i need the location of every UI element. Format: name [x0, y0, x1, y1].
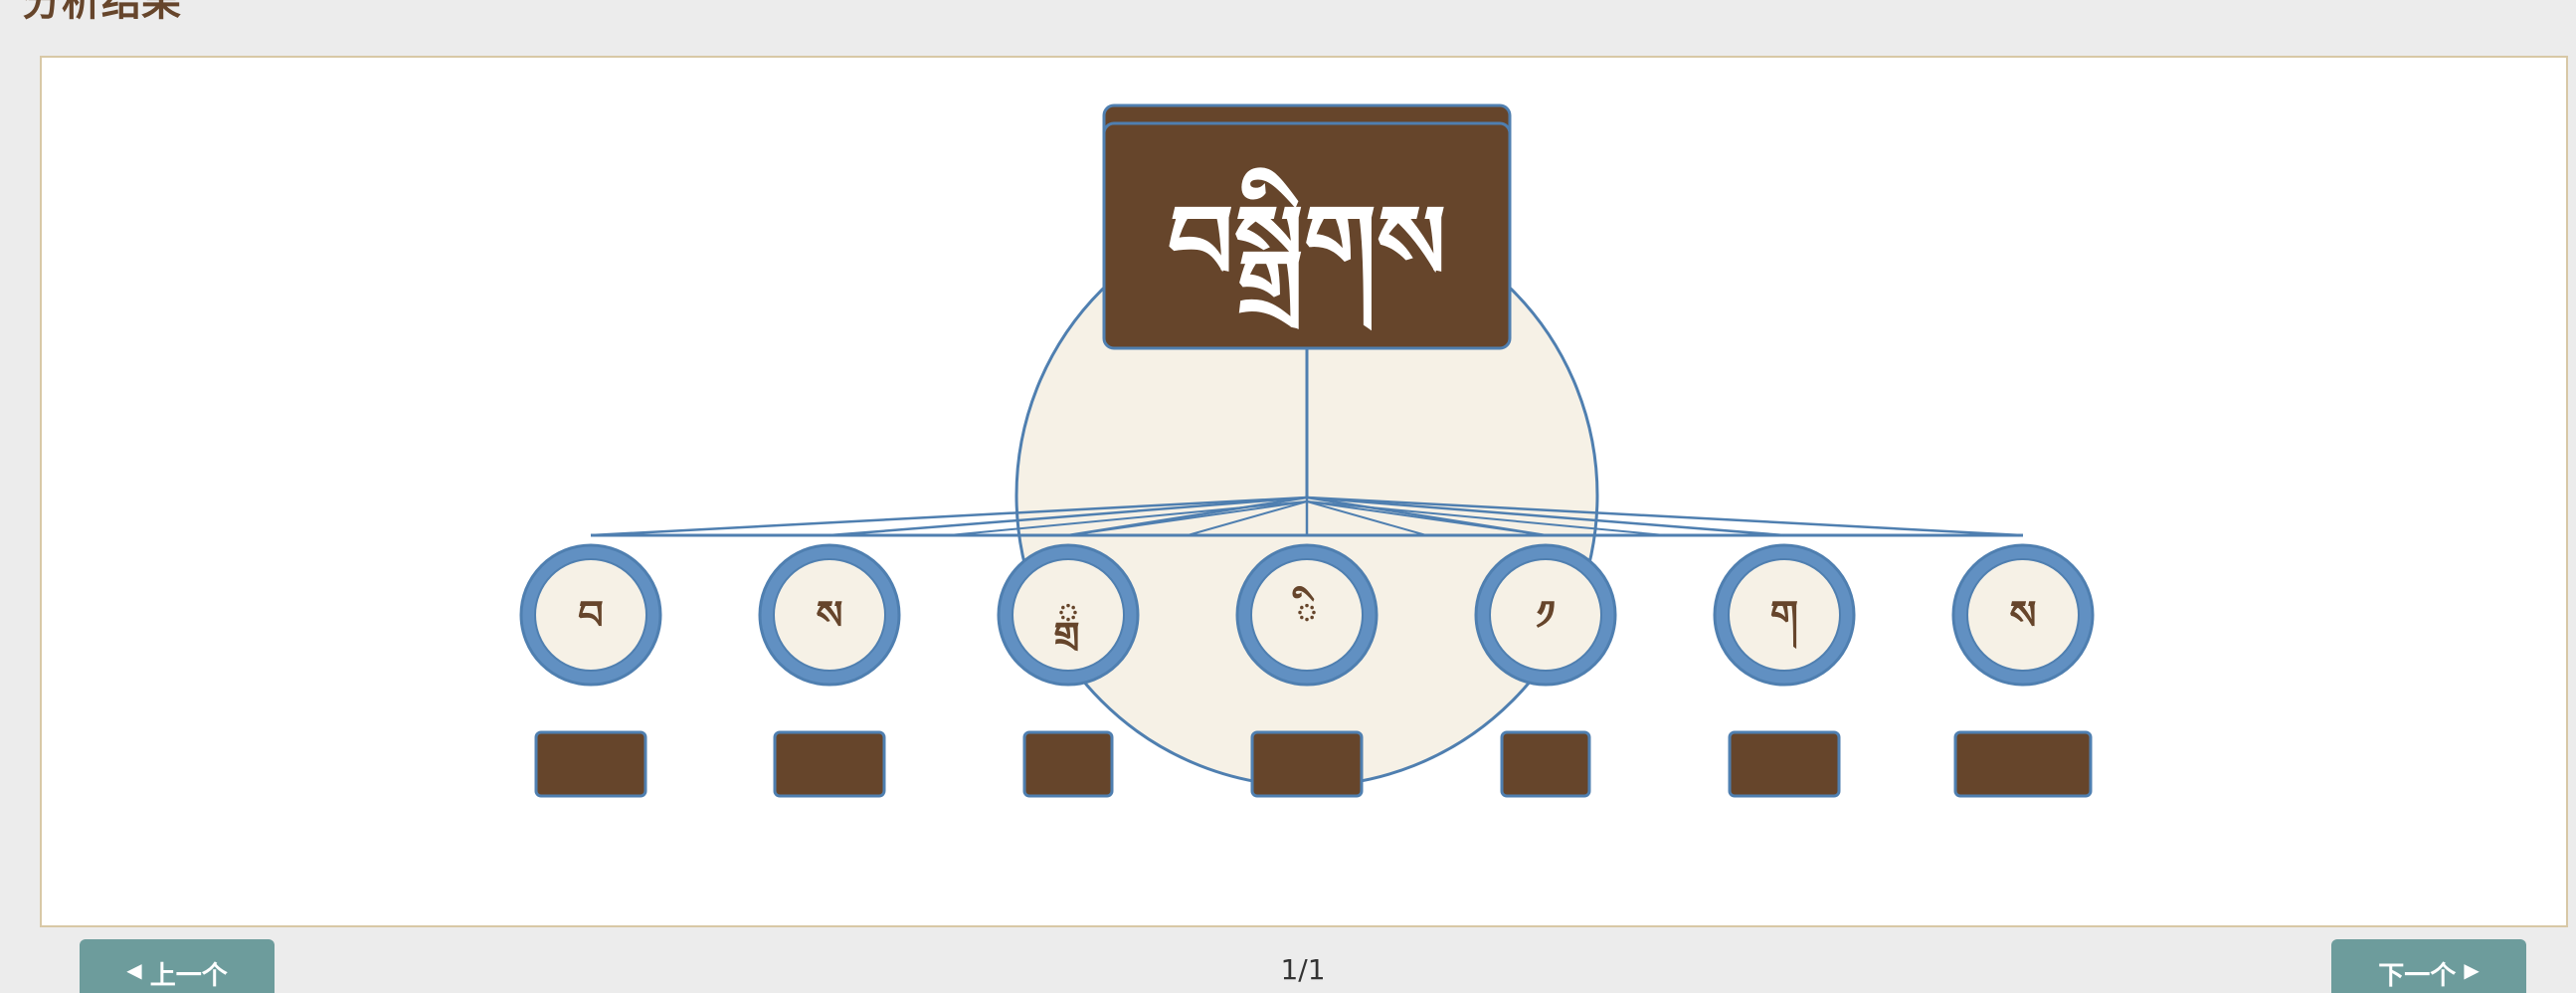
next-button-label: 下一个	[2378, 961, 2457, 991]
node-box	[1728, 730, 1841, 798]
fan-line	[590, 496, 1308, 537]
component-diagram: བསྒྲིགས བ སྒྲི ༡ ག ས	[519, 103, 2095, 798]
node-bubble	[1250, 558, 1364, 672]
triangle-left-icon: ◀	[126, 958, 142, 982]
fan-line	[1067, 496, 1308, 537]
component-node[interactable]: བ	[519, 543, 662, 798]
node-box	[1022, 730, 1114, 798]
fan-line	[1187, 500, 1308, 536]
node-bubble	[534, 558, 647, 672]
component-nodes: བ སྒྲི ༡ ག ས	[519, 543, 2095, 798]
node-char: ༡	[1536, 592, 1555, 639]
root-node[interactable]: བསྒྲིགས	[1102, 103, 1512, 350]
node-bubble	[773, 558, 886, 672]
root-box	[1102, 121, 1512, 350]
fan-line	[1306, 500, 1427, 536]
previous-button[interactable]: ◀ 上一个	[80, 939, 275, 993]
page-title: 分析结果	[22, 0, 181, 25]
node-box	[1500, 730, 1591, 798]
node-char: ས	[817, 592, 843, 639]
component-node[interactable]: ྒྲ	[997, 543, 1140, 798]
component-node[interactable]: ི	[1235, 543, 1379, 798]
node-bubble	[1012, 558, 1125, 672]
node-box	[534, 730, 647, 798]
node-char: བ	[578, 592, 604, 639]
node-char: ས	[2010, 592, 2037, 639]
node-box	[773, 730, 886, 798]
triangle-right-icon: ▶	[2464, 958, 2480, 982]
connector-lines	[590, 338, 2024, 537]
node-char: ི	[1292, 586, 1318, 639]
component-node[interactable]: ག	[1713, 543, 1856, 798]
fan-line	[828, 496, 1308, 537]
component-node[interactable]: ས	[1951, 543, 2095, 798]
component-node[interactable]: ས	[758, 543, 901, 798]
page-indicator: 1/1	[1280, 953, 1326, 986]
node-box	[1250, 730, 1364, 798]
node-bubble	[1489, 558, 1602, 672]
component-node[interactable]: ༡	[1474, 543, 1617, 798]
node-box	[1953, 730, 2093, 798]
fan-line	[1306, 500, 1666, 536]
diagram-canvas: བསྒྲིགས བ སྒྲི ༡ ག ས	[40, 56, 2568, 927]
previous-button-label: 上一个	[149, 961, 228, 991]
next-button[interactable]: 下一个 ▶	[2331, 939, 2526, 993]
fan-line	[1306, 496, 2024, 537]
fan-line	[1306, 500, 1547, 536]
fan-line	[1306, 496, 1785, 537]
node-bubble	[1728, 558, 1841, 672]
node-bubble	[1966, 558, 2080, 672]
